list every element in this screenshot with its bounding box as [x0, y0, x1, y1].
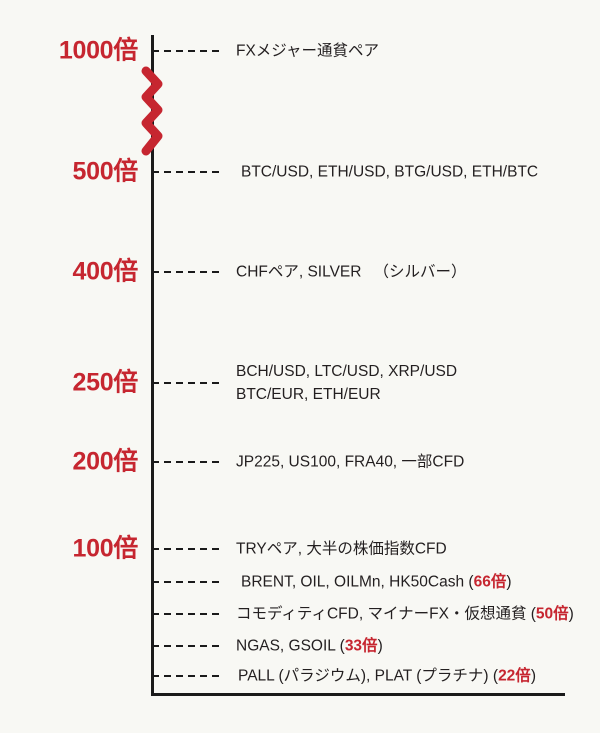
instrument-label-line: BTC/USD, ETH/USD, BTG/USD, ETH/BTC: [241, 163, 539, 181]
tick-dashed-connector: [152, 271, 223, 273]
instrument-label-line: コモディティCFD, マイナーFX・仮想通貧 (50倍): [236, 605, 574, 623]
multiplier-paren-close: ): [377, 637, 383, 655]
multiplier-paren-close: ): [530, 667, 536, 685]
instrument-label: BTC/USD, ETH/USD, BTG/USD, ETH/BTC: [241, 161, 538, 184]
instrument-label-line: PALL (パラジウム), PLAT (プラチナ) (22倍): [238, 667, 536, 685]
inline-multiplier-value: 33倍: [344, 637, 378, 655]
multiplier-paren-close: ): [568, 605, 574, 623]
tick-dashed-connector: [152, 645, 223, 647]
instrument-label-line: BCH/USD, LTC/USD, XRP/USD: [236, 363, 458, 380]
instrument-label-line: FXメジャー通貧ペア: [236, 42, 380, 60]
instrument-label: JP225, US100, FRA40, 一部CFD: [236, 451, 464, 474]
instrument-label: BRENT, OIL, OILMn, HK50Cash (66倍): [241, 571, 512, 594]
tick-dashed-connector: [152, 675, 223, 677]
instrument-label: TRYペア, 大半の株価指数CFD: [236, 538, 447, 561]
instrument-label: BCH/USD, LTC/USD, XRP/USD BTC/EUR, ETH/EU…: [236, 360, 457, 406]
tick-dashed-connector: [152, 461, 223, 463]
instrument-label-line: BRENT, OIL, OILMn, HK50Cash (66倍): [241, 573, 512, 591]
inline-multiplier-value: 22倍: [498, 667, 531, 685]
axis-tick-label: 250倍: [72, 368, 138, 397]
instrument-label-line: TRYペア, 大半の株価指数CFD: [236, 540, 447, 558]
instrument-label-line: CHFペア, SILVER （シルバー）: [236, 263, 467, 281]
multiplier-paren-open: (: [488, 667, 499, 685]
instrument-label-line: BTC/EUR, ETH/EUR: [236, 386, 381, 403]
axis-break-squiggle-icon: [138, 66, 168, 158]
tick-dashed-connector: [152, 171, 223, 173]
instrument-label-line: JP225, US100, FRA40, 一部CFD: [236, 453, 465, 471]
multiplier-paren-open: (: [526, 605, 536, 623]
axis-tick-label: 400倍: [72, 257, 138, 286]
vertical-axis-line: [151, 35, 154, 696]
multiplier-paren-open: (: [335, 637, 345, 655]
tick-dashed-connector: [152, 581, 223, 583]
multiplier-paren-open: (: [464, 573, 474, 591]
instrument-label: コモディティCFD, マイナーFX・仮想通貧 (50倍): [236, 603, 574, 626]
tick-dashed-connector: [152, 548, 223, 550]
axis-tick-label: 1000倍: [58, 36, 138, 65]
axis-tick-label: 100倍: [72, 534, 138, 563]
instrument-label-line: NGAS, GSOIL (33倍): [236, 637, 383, 655]
instrument-label: CHFペア, SILVER （シルバー）: [236, 261, 467, 284]
instrument-label: PALL (パラジウム), PLAT (プラチナ) (22倍): [238, 665, 536, 688]
tick-dashed-connector: [152, 50, 223, 52]
multiplier-paren-close: ): [506, 573, 512, 591]
inline-multiplier-value: 66倍: [473, 573, 507, 591]
instrument-label: NGAS, GSOIL (33倍): [236, 635, 383, 658]
axis-tick-label: 200倍: [72, 447, 138, 476]
instrument-label: FXメジャー通貧ペア: [236, 40, 379, 63]
bottom-axis-line: [151, 693, 565, 696]
tick-dashed-connector: [152, 382, 223, 384]
axis-tick-label: 500倍: [72, 157, 138, 186]
inline-multiplier-value: 50倍: [535, 605, 569, 623]
tick-dashed-connector: [152, 613, 223, 615]
